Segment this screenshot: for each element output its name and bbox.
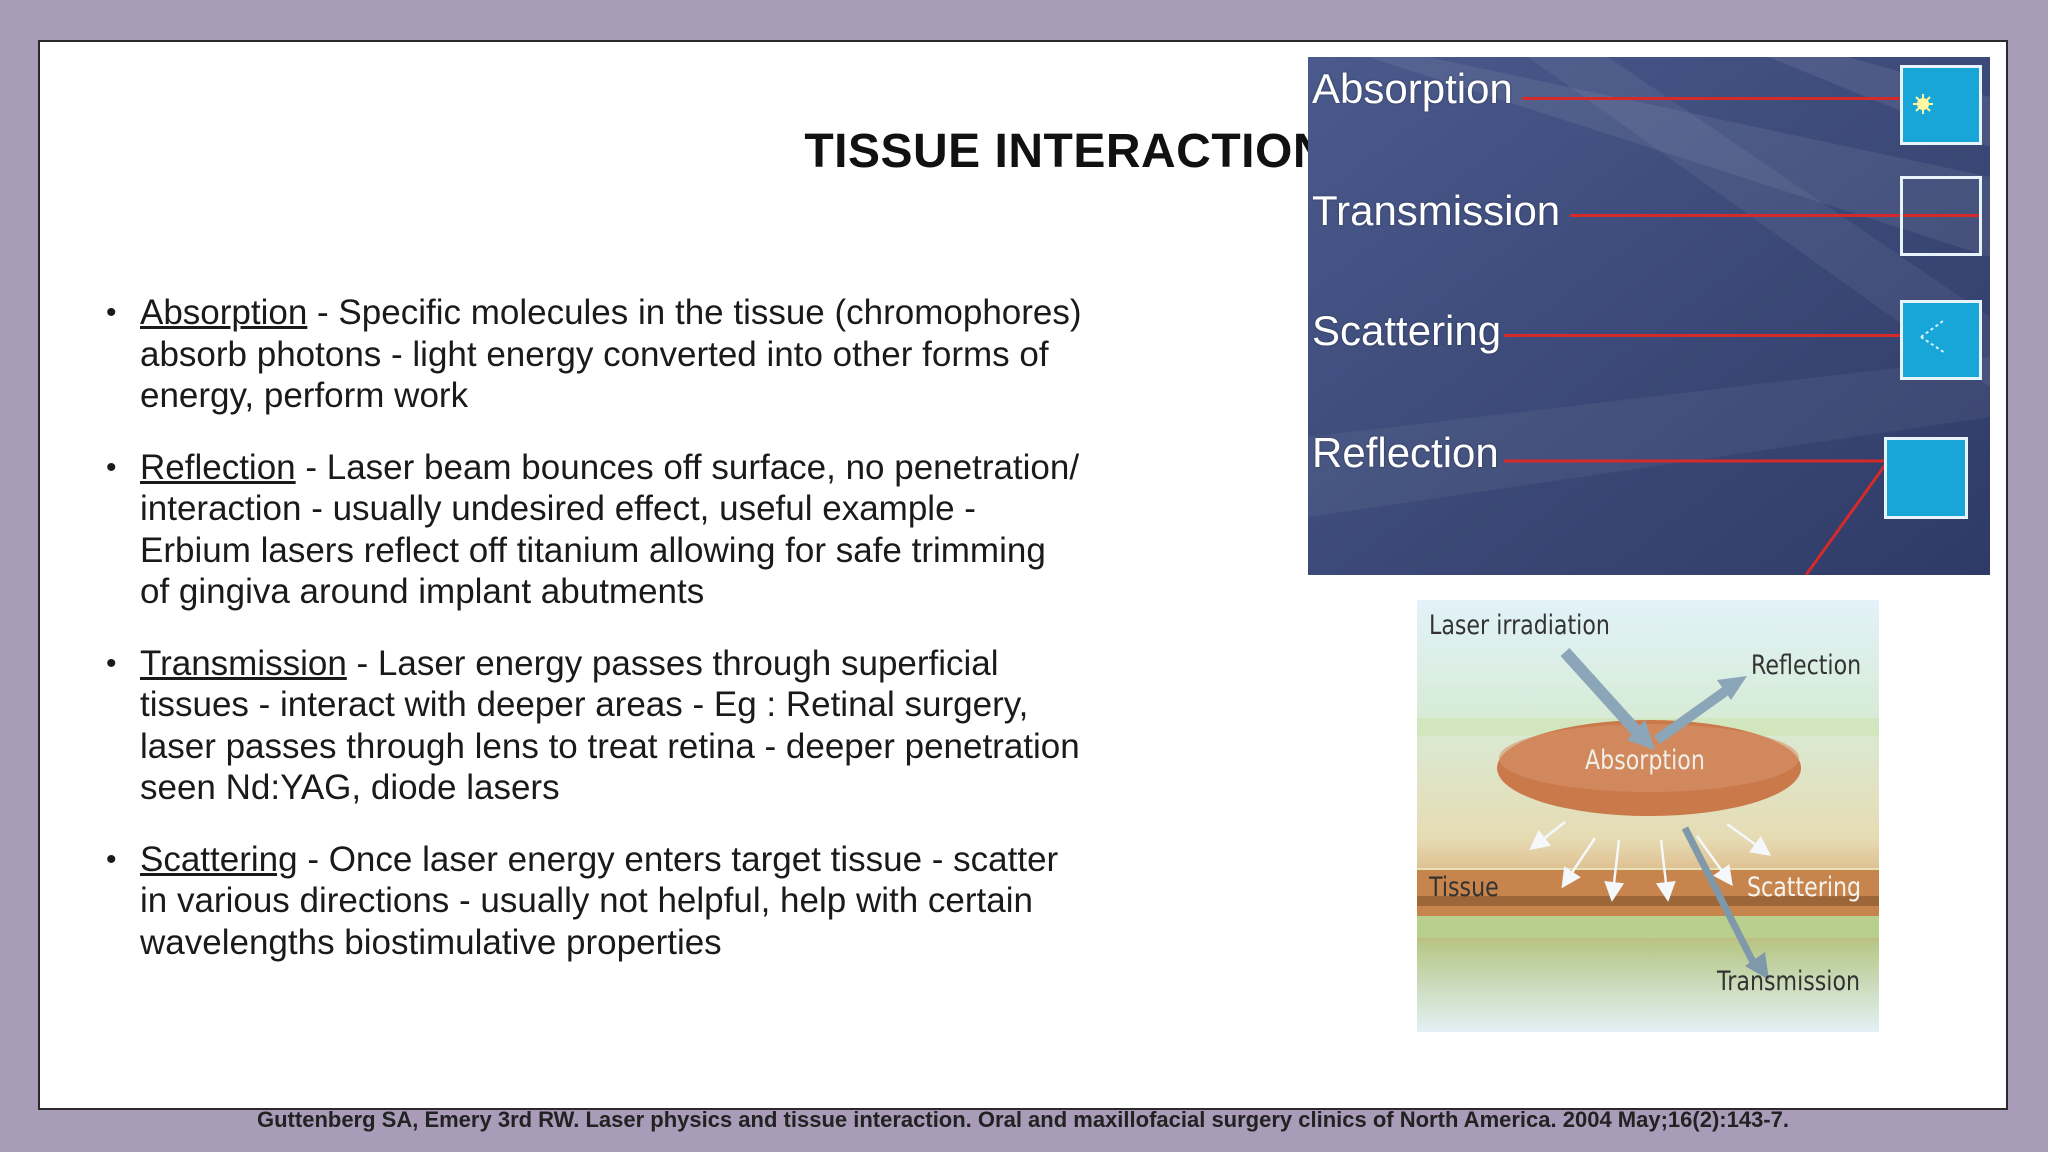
bullet-term: Absorption <box>140 293 308 332</box>
label-transmission-diagram: Transmission <box>1717 966 1861 997</box>
bullet-term: Scattering <box>140 839 298 879</box>
transmission-beam <box>1570 214 1980 217</box>
bullet-dot: • <box>106 842 117 876</box>
bullet-transmission: • Transmission - Laser energy passes thro… <box>102 643 1082 809</box>
scattering-box <box>1900 300 1982 380</box>
label-reflection: Reflection <box>1312 429 1499 476</box>
scattering-arrows-icon <box>1920 320 1946 354</box>
label-scattering: Scattering <box>1312 307 1502 354</box>
bullet-text: - Laser energy passes through superficia… <box>140 643 1080 808</box>
absorption-burst-icon <box>1913 94 1933 114</box>
label-reflection-diagram: Reflection <box>1751 650 1862 681</box>
bullet-absorption: • Absorption - Specific molecules in the … <box>102 292 1082 417</box>
bullet-scattering: • Scattering - Once laser energy enters t… <box>102 839 1082 964</box>
laser-interaction-figure: Absorption Transmission Scattering Refle… <box>1308 57 1990 575</box>
bullet-term: Reflection <box>140 447 296 487</box>
bullet-dot: • <box>106 646 117 680</box>
label-transmission: Transmission <box>1312 187 1561 234</box>
reflection-beam <box>1504 459 1890 575</box>
citation: Guttenberg SA, Emery 3rd RW. Laser physi… <box>257 1107 1789 1132</box>
bullet-dot: • <box>106 450 117 484</box>
absorption-box <box>1900 65 1982 145</box>
label-absorption: Absorption <box>1312 65 1513 112</box>
bullet-text: - Once laser energy enters target tissue… <box>140 839 1059 962</box>
tissue-diagram-graphic <box>1417 600 1879 1032</box>
bullet-text: - Laser beam bounces off surface, no pen… <box>140 447 1080 612</box>
bullet-list: • Absorption - Specific molecules in the … <box>102 292 1082 993</box>
absorption-beam <box>1522 97 1930 100</box>
figure-background-rays <box>1308 57 1990 575</box>
bullet-term: Transmission <box>140 643 347 683</box>
label-scattering-diagram: Scattering <box>1747 872 1862 903</box>
tissue-diagram: Laser irradiation Reflection Absorption … <box>1417 600 1879 1032</box>
label-tissue: Tissue <box>1429 872 1499 903</box>
transmission-box <box>1900 176 1982 256</box>
bullet-text: - Specific molecules in the tissue (chro… <box>140 293 1082 415</box>
label-laser-irradiation: Laser irradiation <box>1429 610 1610 641</box>
bullet-reflection: • Reflection - Laser beam bounces off sur… <box>102 447 1082 613</box>
label-absorption-diagram: Absorption <box>1585 745 1705 776</box>
scattering-beam <box>1504 334 1918 337</box>
bullet-dot: • <box>106 296 117 329</box>
slide-title: TISSUE INTERACTION <box>804 125 1328 178</box>
reflection-box <box>1884 437 1968 519</box>
